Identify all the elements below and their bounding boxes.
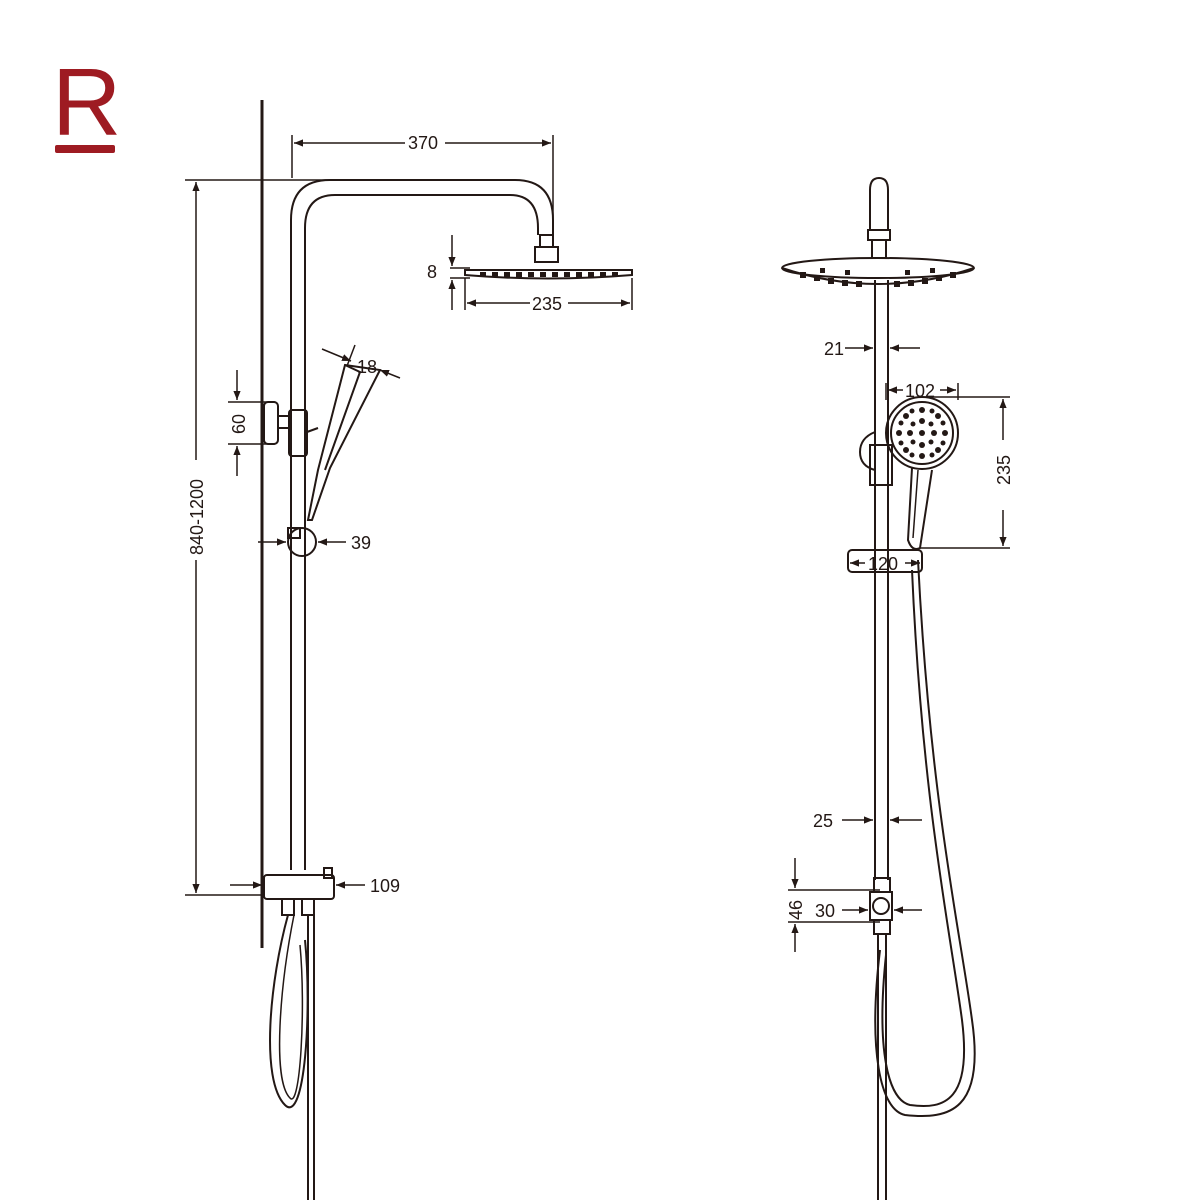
wall-bracket-clamp [288,409,308,457]
front-slider [847,549,923,573]
dim-valve-height-label: 46 [786,900,806,920]
front-bracket-clamp [869,444,893,486]
front-head-neck [871,239,887,259]
dim-valve-width-label: 30 [815,901,835,921]
dim-head-thickness-label: 8 [427,262,437,282]
dim-hand-length-label: 235 [994,455,1014,485]
dim-hand-head-diameter-label: 102 [905,381,935,401]
front-hose-inner [881,569,966,1108]
hand-shower-spray-holes [896,407,948,459]
hand-shower-lever [306,427,319,433]
hand-shower-head-inner [890,401,954,465]
hand-shower-handle-front [906,467,933,550]
dim-arm-label: 370 [408,133,438,153]
rain-head-front-nozzles [800,268,956,287]
hand-shower-side [306,363,382,521]
dim-wall-bracket-label: 60 [229,414,249,434]
brand-logo-letter: R [52,49,121,156]
slide-holder [287,527,317,557]
riser-pipe-inner [304,194,539,870]
dim-hand-width-label: 18 [357,357,377,377]
front-head-connector [867,229,891,241]
rain-head-front [781,257,975,279]
dim-pipe-lower-label: 25 [813,811,833,831]
front-valve-knob [872,897,890,915]
front-valve-body [869,891,893,921]
wall-bracket-plate [263,401,279,445]
mixer-knob [323,867,333,879]
rain-head-side [464,269,633,280]
dim-slider-label: 120 [868,554,898,574]
mixer-body [263,874,335,900]
riser-pipe [290,179,554,870]
head-neck [534,246,559,263]
brand-logo: R [52,49,121,156]
hand-shower-face [324,364,362,471]
mixer-outlet-right [301,898,315,916]
dim-mixer-label: 109 [370,876,400,896]
brand-logo-underline [55,145,115,153]
rain-head-front-underside [781,267,975,285]
hose-left-inner [278,914,304,1100]
head-connector [539,234,554,248]
mixer-outlet-left [281,898,295,916]
front-wall-bracket [858,431,876,471]
side-view: 370 8 235 18 60 840-1200 39 [185,100,633,1200]
dim-pipe-top-label: 21 [824,339,844,359]
wall-bracket-arm [277,415,292,429]
rain-head-nozzles [480,272,618,277]
front-hose-outer [874,559,976,1118]
dim-total-height-label: 840-1200 [187,479,207,555]
slide-holder-clip [287,527,301,539]
front-valve-bottom [873,919,891,935]
hand-shower-head-front [885,396,959,470]
dim-holder-label: 39 [351,533,371,553]
dim-head-diameter-side-label: 235 [532,294,562,314]
riser-top-front [869,176,889,230]
front-view: 21 102 235 120 25 46 30 [781,176,1014,1200]
